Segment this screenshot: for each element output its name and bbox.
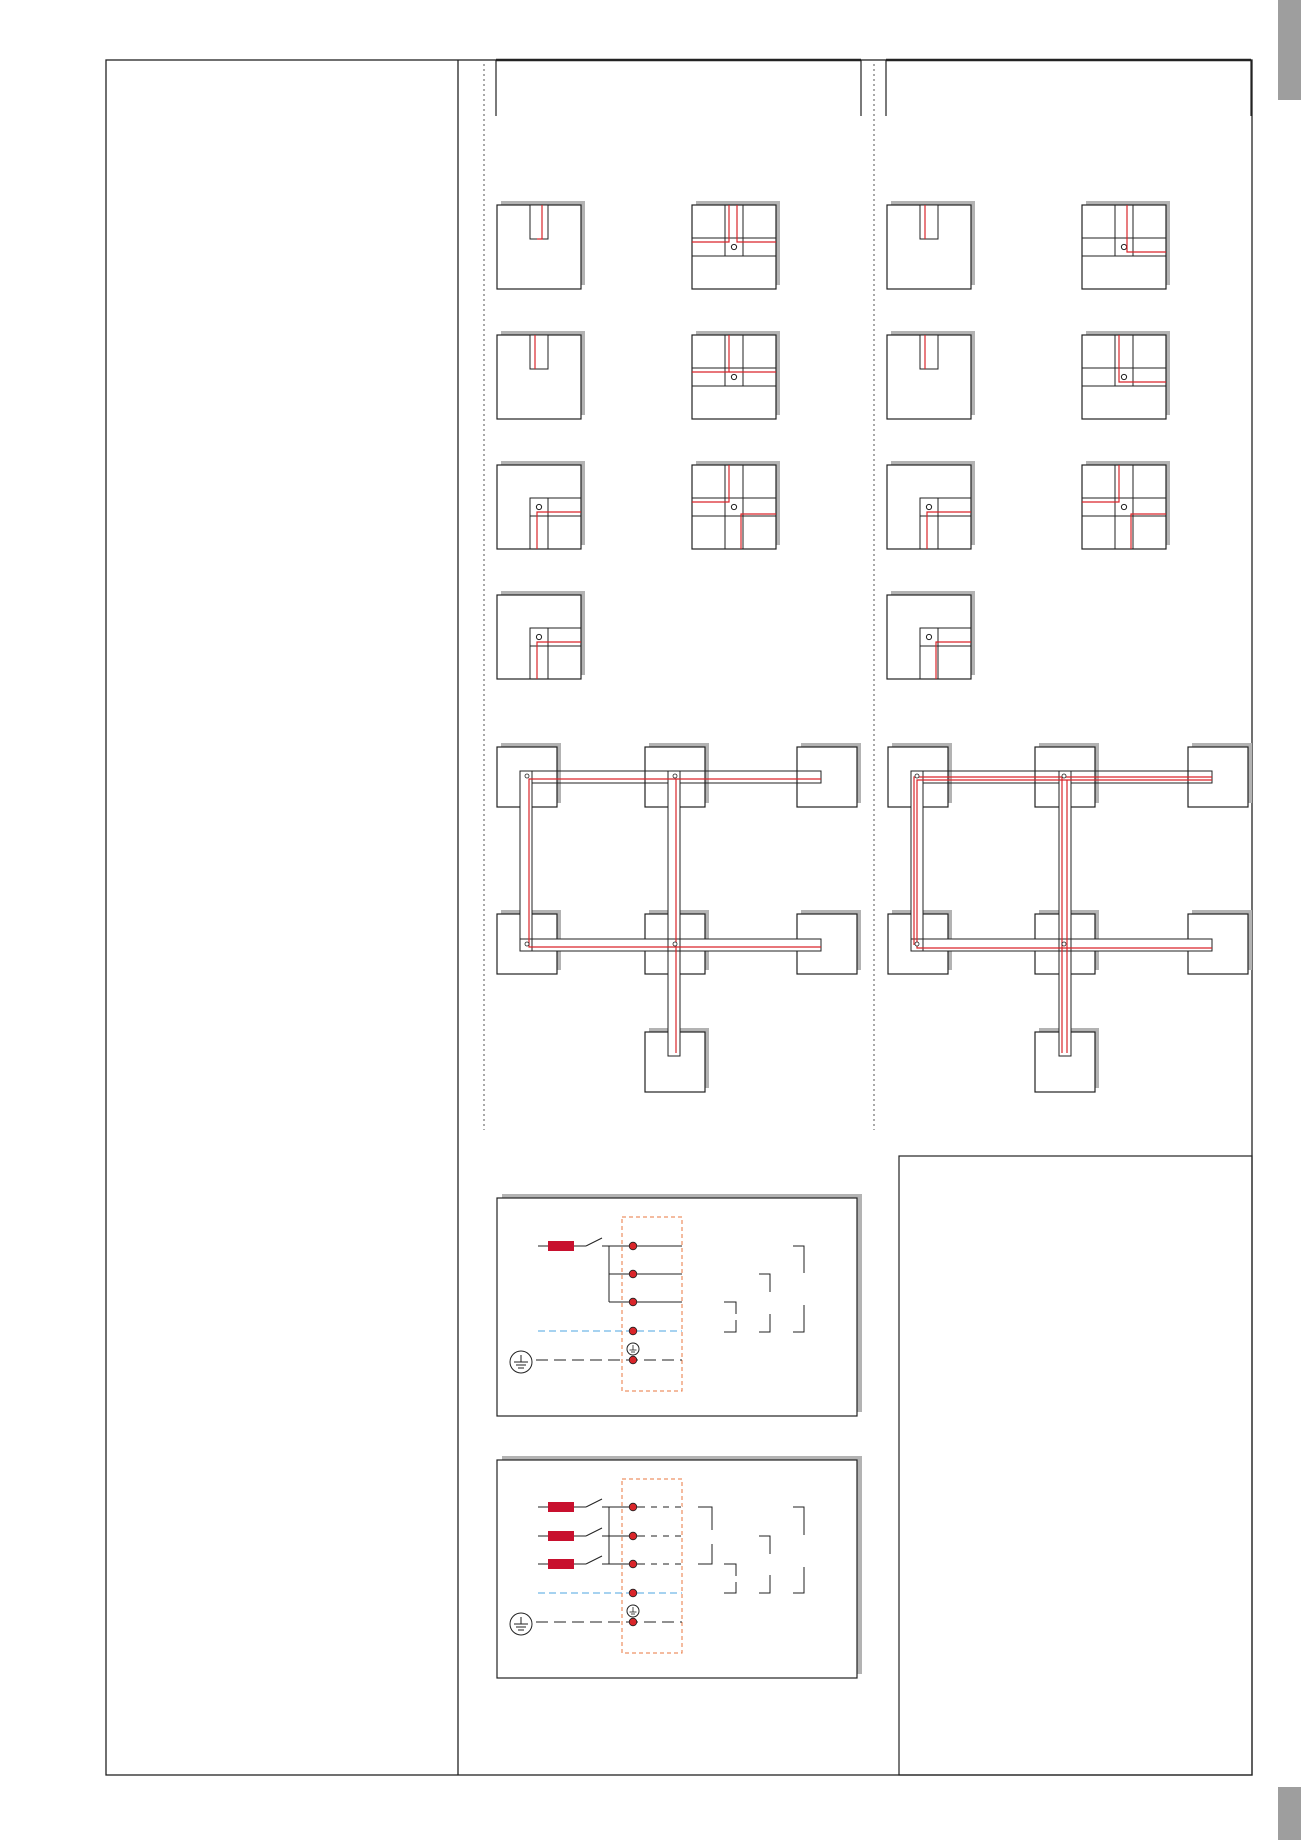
module-crosscorner-2 — [1081, 460, 1171, 550]
fuse-icon — [548, 1241, 574, 1251]
module-drop-3 — [886, 200, 976, 290]
module-crosscorner-1 — [691, 460, 781, 550]
module-cross-2 — [691, 330, 781, 420]
network-layout-left — [496, 742, 862, 1093]
module-cross-3 — [1081, 200, 1171, 290]
module-drop-1 — [496, 200, 586, 290]
network-layout-right — [887, 742, 1253, 1093]
section-header-left — [495, 58, 862, 116]
wiring-diagram-three-phase — [496, 1456, 862, 1679]
module-drop-2 — [496, 330, 586, 420]
module-cross-4 — [1081, 330, 1171, 420]
module-grid-left — [496, 200, 781, 680]
protective-earth-icon — [626, 1342, 640, 1356]
module-cross-1 — [691, 200, 781, 290]
thumb-tab-bottom — [1278, 1787, 1301, 1840]
module-corner-2 — [496, 590, 586, 680]
thumb-tab-top — [1278, 0, 1301, 100]
module-drop-4 — [886, 330, 976, 420]
wiring-diagram-single-phase — [496, 1194, 862, 1417]
module-corner-1 — [496, 460, 586, 550]
earth-ground-icon — [509, 1350, 533, 1374]
module-grid-right — [886, 200, 1171, 680]
module-corner-4 — [886, 590, 976, 680]
section-header-right — [885, 58, 1252, 116]
note-panel — [898, 1155, 1253, 1776]
module-corner-3 — [886, 460, 976, 550]
